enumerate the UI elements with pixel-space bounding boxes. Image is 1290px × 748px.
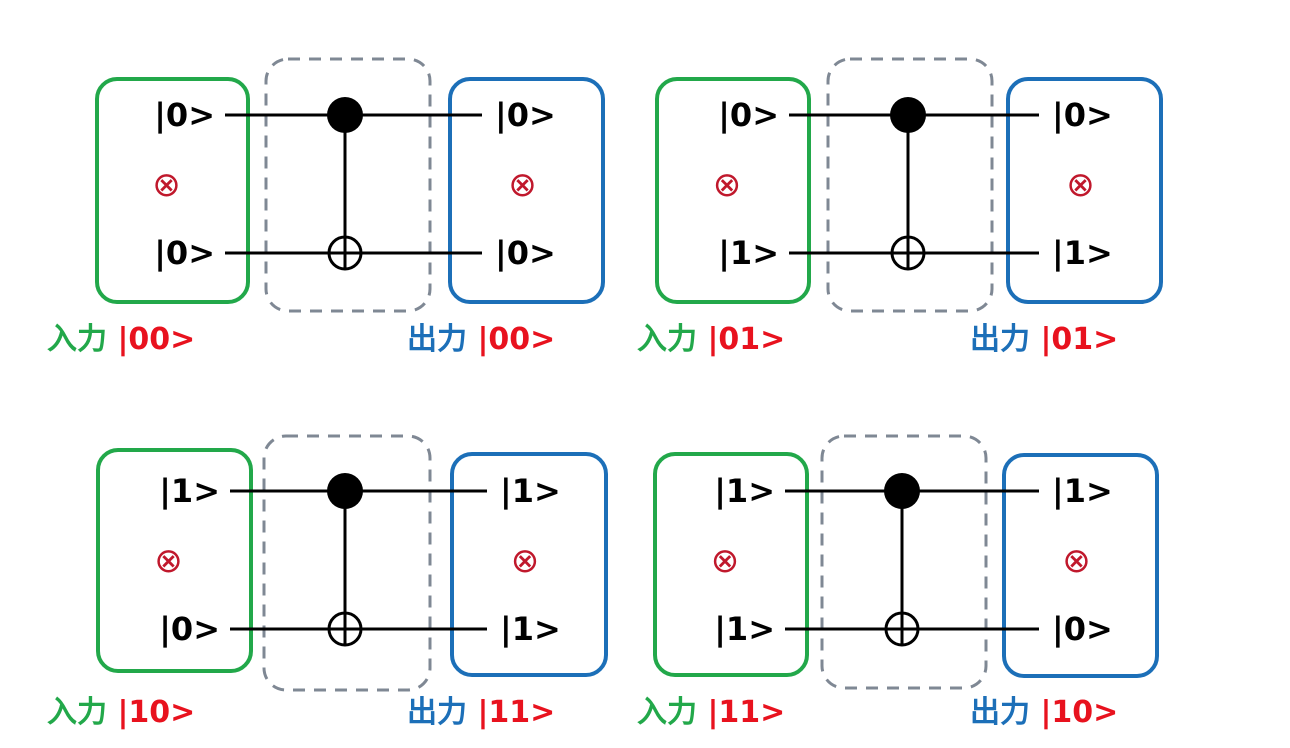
input-ket-top: |1> xyxy=(159,472,220,511)
output-label: 出力 |11> xyxy=(407,695,555,730)
target-xor-symbol xyxy=(327,235,363,271)
output-label-word: 出力 xyxy=(970,695,1040,730)
circuit-panel: |0>|0>|0>|0>⊗⊗入力 |00>出力 |00> xyxy=(47,57,605,357)
input-label-word: 入力 xyxy=(637,695,707,730)
output-tensor-symbol: ⊗ xyxy=(511,541,540,581)
input-box xyxy=(95,77,250,304)
input-box xyxy=(655,77,811,304)
target-xor-symbol xyxy=(327,611,363,647)
input-label-state: |00> xyxy=(117,322,195,357)
input-label: 入力 |10> xyxy=(47,695,195,730)
input-label-state: |10> xyxy=(117,695,195,730)
output-ket-top: |1> xyxy=(1052,472,1113,511)
output-label-state: |11> xyxy=(477,695,555,730)
output-ket-bottom: |0> xyxy=(495,234,556,273)
input-label-word: 入力 xyxy=(47,322,117,357)
input-label-state: |01> xyxy=(707,322,785,357)
control-dot xyxy=(884,473,920,509)
circuit-panel: |0>|1>|0>|1>⊗⊗入力 |01>出力 |01> xyxy=(637,57,1163,357)
output-ket-top: |0> xyxy=(495,96,556,135)
input-ket-bottom: |0> xyxy=(159,610,220,649)
output-label-word: 出力 xyxy=(970,322,1040,357)
input-box xyxy=(96,448,253,673)
circuit-panel: |1> |1> |1> |0> ⊗ ⊗ 入力 |11> 出力 |10> xyxy=(637,434,1159,730)
input-ket-top: |0> xyxy=(154,96,215,135)
output-ket-top: |0> xyxy=(1052,96,1113,135)
input-tensor-symbol: ⊗ xyxy=(713,165,742,205)
input-ket-top: |1> xyxy=(714,472,775,511)
input-label-word: 入力 xyxy=(637,322,707,357)
output-label: 出力 |10> xyxy=(970,695,1118,730)
output-box xyxy=(448,77,605,304)
output-ket-bottom: |1> xyxy=(1052,234,1113,273)
output-ket-bottom: |0> xyxy=(1052,610,1113,649)
input-ket-top: |0> xyxy=(718,96,779,135)
output-label-word: 出力 xyxy=(407,322,477,357)
input-box xyxy=(653,452,809,677)
output-tensor-symbol: ⊗ xyxy=(508,165,537,205)
input-ket-bottom: |1> xyxy=(714,610,775,649)
input-tensor-symbol: ⊗ xyxy=(152,165,181,205)
output-label: 出力 |01> xyxy=(970,322,1118,357)
output-label-state: |10> xyxy=(1040,695,1118,730)
output-label-state: |01> xyxy=(1040,322,1118,357)
input-label: 入力 |00> xyxy=(47,322,195,357)
cnot-gate-box xyxy=(264,57,432,313)
input-tensor-symbol: ⊗ xyxy=(154,541,183,581)
output-label-state: |00> xyxy=(477,322,555,357)
input-ket-bottom: |1> xyxy=(718,234,779,273)
input-label: 入力 |01> xyxy=(637,322,785,357)
circuit-panel: |1> |0> |1> |1> ⊗ ⊗ 入力 |10> 出力 |11> xyxy=(47,434,608,730)
output-label-word: 出力 xyxy=(407,695,477,730)
output-box xyxy=(1006,77,1163,304)
output-label: 出力 |00> xyxy=(407,322,555,357)
output-box xyxy=(1002,453,1159,678)
output-tensor-symbol: ⊗ xyxy=(1066,165,1095,205)
cnot-gate-box xyxy=(262,434,432,692)
control-dot xyxy=(890,97,926,133)
control-dot xyxy=(327,473,363,509)
control-dot xyxy=(327,97,363,133)
target-xor-symbol xyxy=(890,235,926,271)
output-box xyxy=(450,452,608,677)
input-label: 入力 |11> xyxy=(637,695,785,730)
cnot-gate-box xyxy=(826,57,994,313)
output-tensor-symbol: ⊗ xyxy=(1062,541,1091,581)
cnot-gate-box xyxy=(820,434,988,690)
output-ket-bottom: |1> xyxy=(500,610,561,649)
input-label-word: 入力 xyxy=(47,695,117,730)
input-tensor-symbol: ⊗ xyxy=(711,541,740,581)
input-ket-bottom: |0> xyxy=(154,234,215,273)
output-ket-top: |1> xyxy=(500,472,561,511)
input-label-state: |11> xyxy=(707,695,785,730)
target-xor-symbol xyxy=(884,611,920,647)
